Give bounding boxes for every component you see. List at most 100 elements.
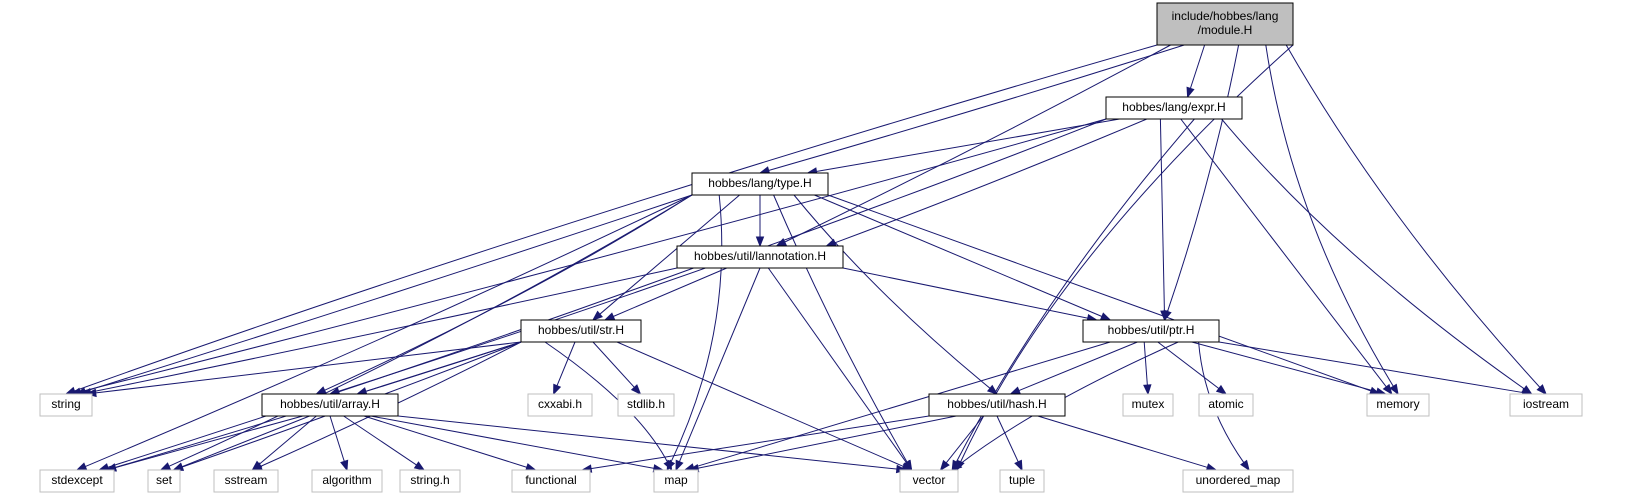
node-box-functional [511,469,591,493]
edge-expr-to-ptr [1159,118,1165,313]
arrowhead-expr-to-memory [1382,383,1393,396]
arrowhead-array-to-algorithm [340,459,349,472]
arrowhead-type-to-hash [986,384,999,395]
edge-str-to-stdlib [592,341,636,389]
edge-type-to-stdexcept [84,194,693,468]
node-label-expr: hobbes/lang/expr.H [1122,100,1225,114]
node-label-mutex: mutex [1132,397,1165,411]
node-box-algorithm [311,469,383,493]
edge-type-to-string [83,194,693,393]
node-cxxabi: cxxabi.h [527,393,593,417]
node-label-string: string [51,397,80,411]
edge-module-to-string [73,44,1158,392]
edge-str-to-cxxabi [556,341,576,387]
edge-hash-to-vector [945,415,984,465]
node-box-atomic [1198,393,1254,417]
edge-array-to-map [370,415,656,470]
edge-expr-to-vector [955,118,1195,464]
node-hash[interactable]: hobbes/util/hash.H [928,393,1066,417]
node-box-vector [899,469,959,493]
edge-hash-to-map [696,415,957,469]
arrowhead-ptr-to-vector [951,460,963,471]
edge-hash-to-tuple [996,415,1020,463]
node-type[interactable]: hobbes/lang/type.H [691,172,829,196]
node-box-memory [1366,393,1430,417]
node-vector: vector [899,469,959,493]
edge-array-to-string_h [343,415,418,466]
node-label-module: include/hobbes/lang [1172,9,1279,23]
node-label-atomic: atomic [1208,397,1243,411]
edge-expr-to-type [815,118,1120,173]
node-box-map [653,469,699,493]
arrowhead-str-to-cxxabi [553,383,562,396]
edge-module-to-ptr [1166,44,1240,313]
node-string-h: string.h [399,469,461,493]
edge-hash-to-unordered_map [1037,415,1209,469]
node-expr[interactable]: hobbes/lang/expr.H [1105,96,1243,120]
node-box-mutex [1122,393,1174,417]
node-stdlib: stdlib.h [617,393,675,417]
edge-lannotation-to-map [678,267,761,463]
node-label-type: hobbes/lang/type.H [708,176,811,190]
arrowhead-str-to-stdlib [630,384,642,396]
edge-type-to-str [598,194,740,316]
edge-type-to-ptr [814,194,1104,318]
edge-module-to-memory [1265,44,1395,388]
node-map: map [653,469,699,493]
node-box-ptr [1082,319,1220,343]
edge-array-to-algorithm [329,415,346,463]
arrowhead-str-to-map [663,459,673,472]
node-box-hash [928,393,1066,417]
node-box-array [261,393,399,417]
arrowhead-module-to-iostream [1536,384,1547,396]
node-lannotation[interactable]: hobbes/util/lannotation.H [676,245,844,269]
node-box-string [39,393,93,417]
arrowhead-ptr-to-unordered_map [1240,459,1250,472]
edge-module-to-lannotation [783,44,1171,243]
edge-type-to-hash [793,194,992,390]
node-ptr[interactable]: hobbes/util/ptr.H [1082,319,1220,343]
node-module[interactable]: include/hobbes/lang/module.H [1156,2,1294,46]
node-label-hash: hobbes/util/hash.H [947,397,1046,411]
node-str[interactable]: hobbes/util/str.H [520,319,642,343]
arrowhead-module-to-memory [1389,383,1399,396]
node-label-iostream: iostream [1523,397,1569,411]
node-functional: functional [511,469,591,493]
arrowhead-lannotation-to-str [603,312,616,321]
arrowhead-ptr-to-hash [1009,386,1021,395]
arrowhead-type-to-stdexcept [75,462,88,471]
arrowhead-lannotation-to-map [675,459,684,472]
node-label-sstream: sstream [225,473,268,487]
node-stdexcept: stdexcept [39,469,115,493]
node-box-iostream [1509,393,1583,417]
edge-lannotation-to-str [612,267,727,318]
edge-hash-to-functional [590,415,930,470]
arrowhead-ptr-to-atomic [1215,384,1228,395]
edge-str-to-vector [616,341,905,468]
node-box-cxxabi [527,393,593,417]
edge-ptr-to-atomic [1157,341,1220,390]
node-box-string-h [399,469,461,493]
node-iostream: iostream [1509,393,1583,417]
node-array[interactable]: hobbes/util/array.H [261,393,399,417]
edge-type-to-array [323,194,693,392]
node-box-tuple [999,469,1045,493]
node-box-str [520,319,642,343]
node-mutex: mutex [1122,393,1174,417]
node-label-unordered-map: unordered_map [1196,473,1281,487]
node-label-array: hobbes/util/array.H [280,397,380,411]
edge-lannotation-to-stdexcept [106,267,694,469]
arrowhead-type-to-lannotation [755,236,765,248]
node-unordered-map: unordered_map [1182,469,1294,493]
node-box-stdexcept [39,469,115,493]
node-label-cxxabi: cxxabi.h [538,397,582,411]
node-box-stdlib [617,393,675,417]
edge-expr-to-memory [1180,118,1388,388]
edge-array-to-functional [363,415,528,469]
node-box-lannotation [676,245,844,269]
arrowhead-array-to-set [172,462,184,471]
node-memory: memory [1366,393,1430,417]
edge-array-to-stdexcept [114,415,303,469]
node-box-type [691,172,829,196]
arrowhead-type-to-ptr [1099,312,1112,321]
